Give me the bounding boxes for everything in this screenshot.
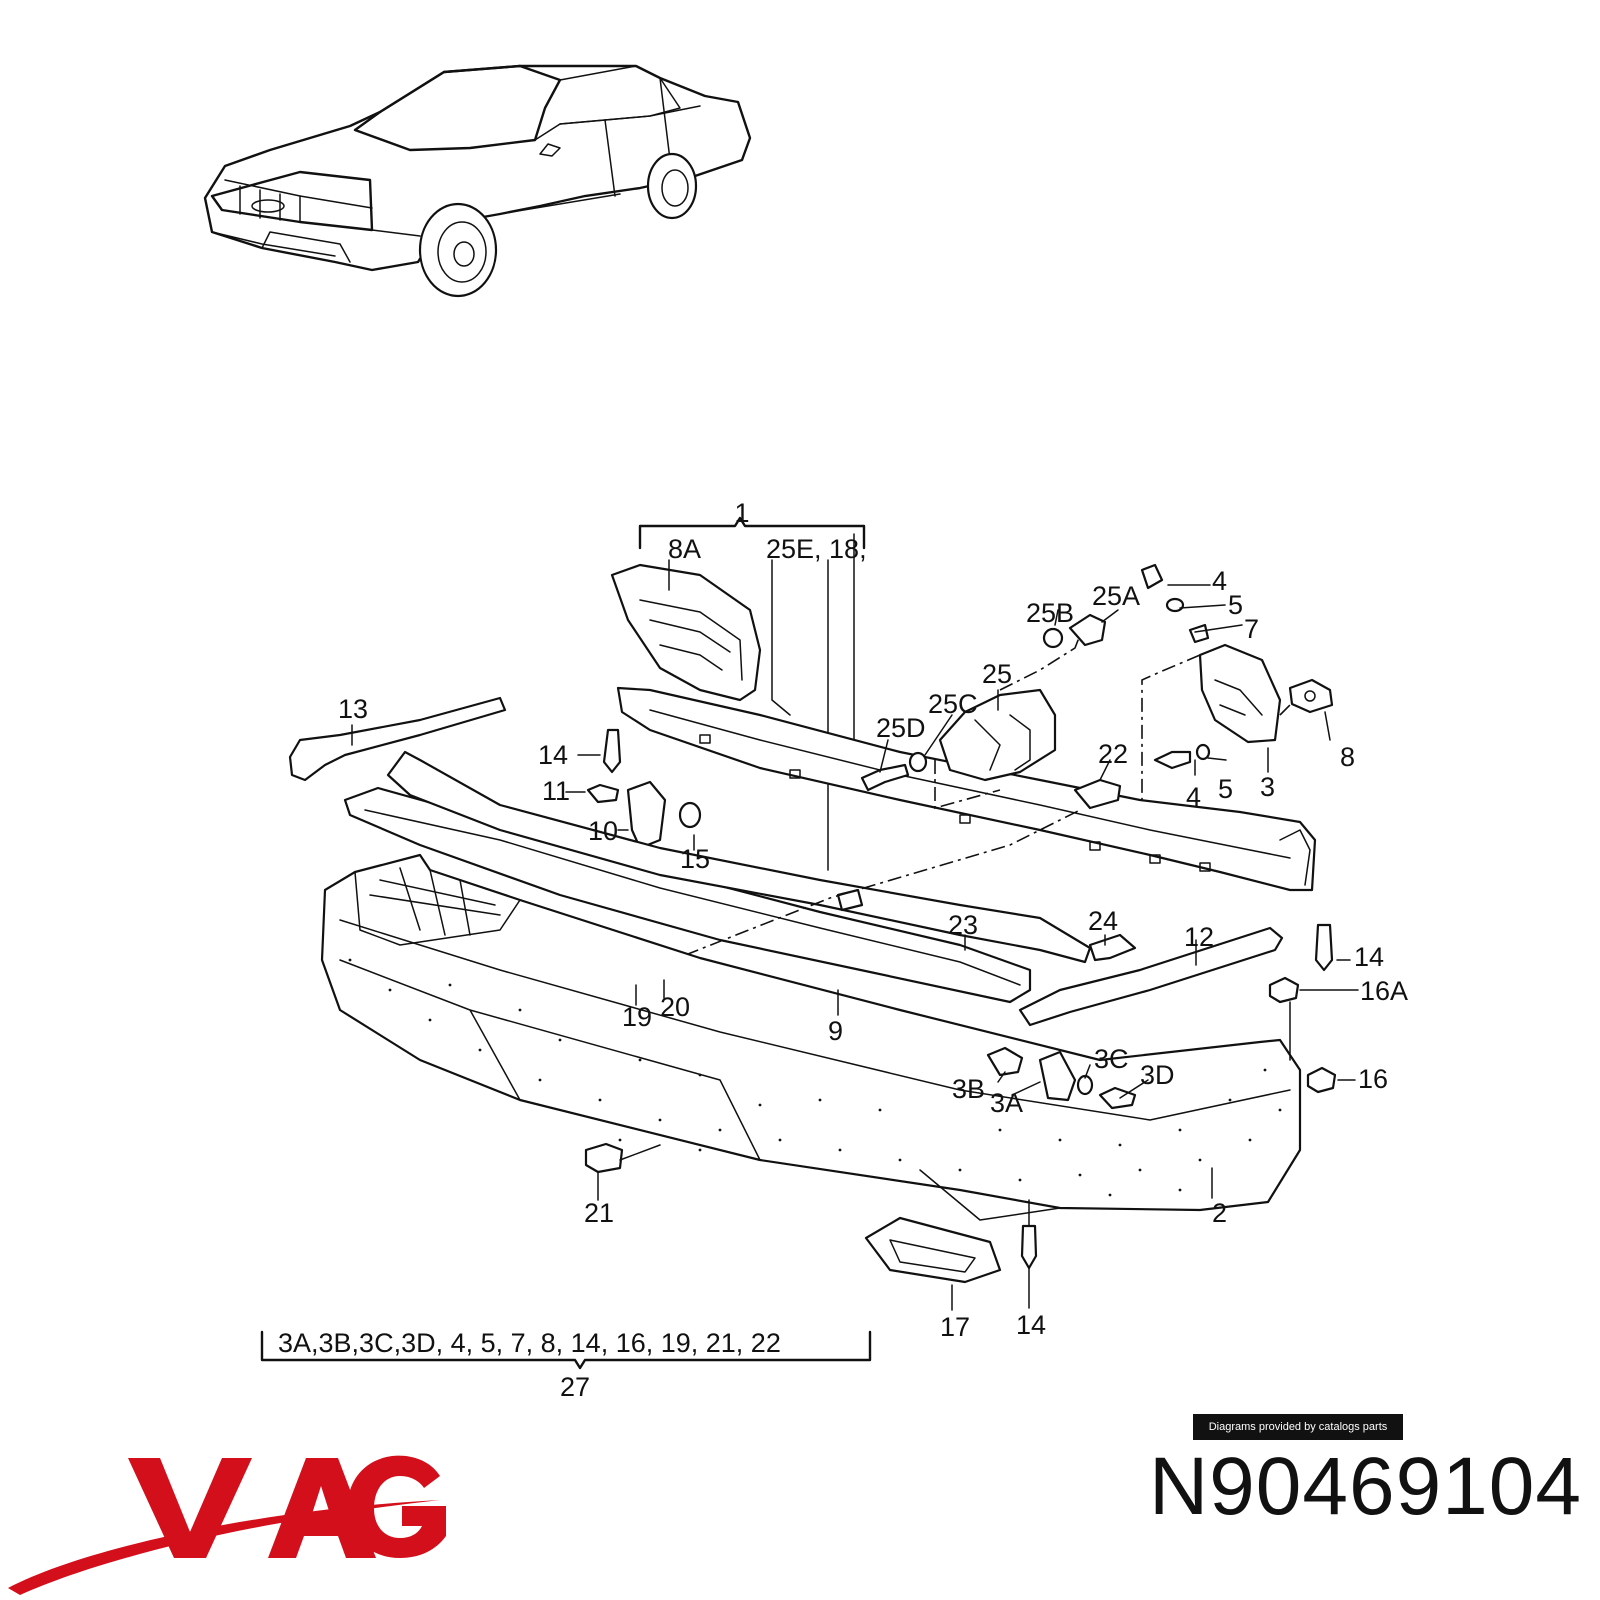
callout-25A: 25A (1092, 581, 1140, 611)
bolt-4-lower (1153, 750, 1192, 770)
callout-25C: 25C (928, 689, 978, 719)
bumper-cover-2 (320, 853, 1302, 1212)
callout-8: 8 (1340, 742, 1355, 772)
screw-3D (1098, 1086, 1137, 1110)
trim-strip-13 (288, 696, 507, 782)
callout-3A: 3A (990, 1088, 1023, 1118)
washer-5-top (1165, 597, 1185, 613)
callout-2: 2 (1212, 1198, 1227, 1228)
callout-19: 19 (622, 1002, 652, 1032)
callout-3C: 3C (1094, 1044, 1129, 1074)
callout-3D: 3D (1140, 1060, 1175, 1090)
clip-14-bottom (1020, 1224, 1038, 1270)
bracket-10 (626, 780, 667, 850)
group-1-bracket (638, 516, 866, 550)
callout-13: 13 (338, 694, 368, 724)
clip-24 (1088, 933, 1137, 962)
bracket-8A (610, 563, 762, 702)
callout-14-top: 14 (538, 740, 568, 770)
retainer-3B (986, 1046, 1024, 1077)
washer-25B (1042, 627, 1064, 649)
plate-8 (1288, 678, 1334, 714)
callout-11: 11 (542, 776, 570, 806)
callout-16A: 16A (1360, 976, 1408, 1006)
nut-7 (1188, 623, 1210, 644)
callout-7: 7 (1244, 614, 1259, 644)
callout-5-lower: 5 (1218, 774, 1233, 804)
moulding-12 (1018, 926, 1284, 1027)
kit-bracket-27 (260, 1330, 872, 1370)
callout-27: 27 (560, 1372, 590, 1402)
vag-logo (8, 1455, 446, 1595)
clip-14-right (1314, 923, 1334, 972)
callout-15: 15 (680, 844, 710, 874)
callout-4-lower: 4 (1186, 782, 1201, 812)
bolt-4-top (1140, 563, 1164, 590)
callout-14-right: 14 (1354, 942, 1384, 972)
kit-contents-list: 3A,3B,3C,3D, 4, 5, 7, 8, 14, 16, 19, 21,… (278, 1328, 781, 1358)
clip-21 (584, 1142, 624, 1174)
callout-14-bottom: 14 (1016, 1310, 1046, 1340)
cover-texture (348, 958, 1282, 1197)
clip-14-top (602, 728, 622, 774)
washer-5-lower (1195, 743, 1211, 761)
nut-16 (1306, 1066, 1337, 1094)
diagram-credit: Diagrams provided by catalogs parts (1193, 1414, 1403, 1440)
callout-25D: 25D (876, 713, 926, 743)
screw-11 (586, 783, 620, 804)
part-number: N90469104 (1148, 1441, 1582, 1532)
clip-22 (1073, 778, 1122, 810)
leader-lines (351, 584, 1359, 1311)
callout-21: 21 (584, 1198, 614, 1228)
clip-18 (836, 888, 864, 912)
grille-17 (864, 1216, 1002, 1284)
callout-labels: 1 8A 25E, 18, 4 5 7 25A 25B 25 25C 25D 1… (278, 498, 1408, 1402)
washer-25C (908, 751, 928, 773)
callout-17: 17 (940, 1312, 970, 1342)
callout-25E-18: 25E, 18, (766, 534, 867, 564)
bracket-3 (1198, 643, 1282, 744)
callout-10: 10 (588, 816, 618, 846)
callout-3B: 3B (952, 1074, 985, 1104)
callout-3: 3 (1260, 772, 1275, 802)
car-illustration (203, 64, 752, 298)
callout-12: 12 (1184, 922, 1214, 952)
nut-25A (1068, 613, 1107, 647)
callout-9: 9 (828, 1016, 843, 1046)
bracket-3A (1038, 1050, 1077, 1102)
callout-24: 24 (1088, 906, 1118, 936)
callout-25B: 25B (1026, 598, 1074, 628)
callout-5-top: 5 (1228, 590, 1243, 620)
callout-1: 1 (734, 498, 749, 528)
mount-25 (938, 688, 1057, 782)
callout-23: 23 (948, 910, 978, 940)
callout-20: 20 (660, 992, 690, 1022)
callout-25: 25 (982, 659, 1012, 689)
grommet-15 (678, 801, 702, 829)
callout-8A: 8A (668, 534, 701, 564)
callout-22: 22 (1098, 739, 1128, 769)
callout-16: 16 (1358, 1064, 1388, 1094)
nut-16A (1268, 976, 1300, 1004)
callout-4-top: 4 (1212, 566, 1227, 596)
